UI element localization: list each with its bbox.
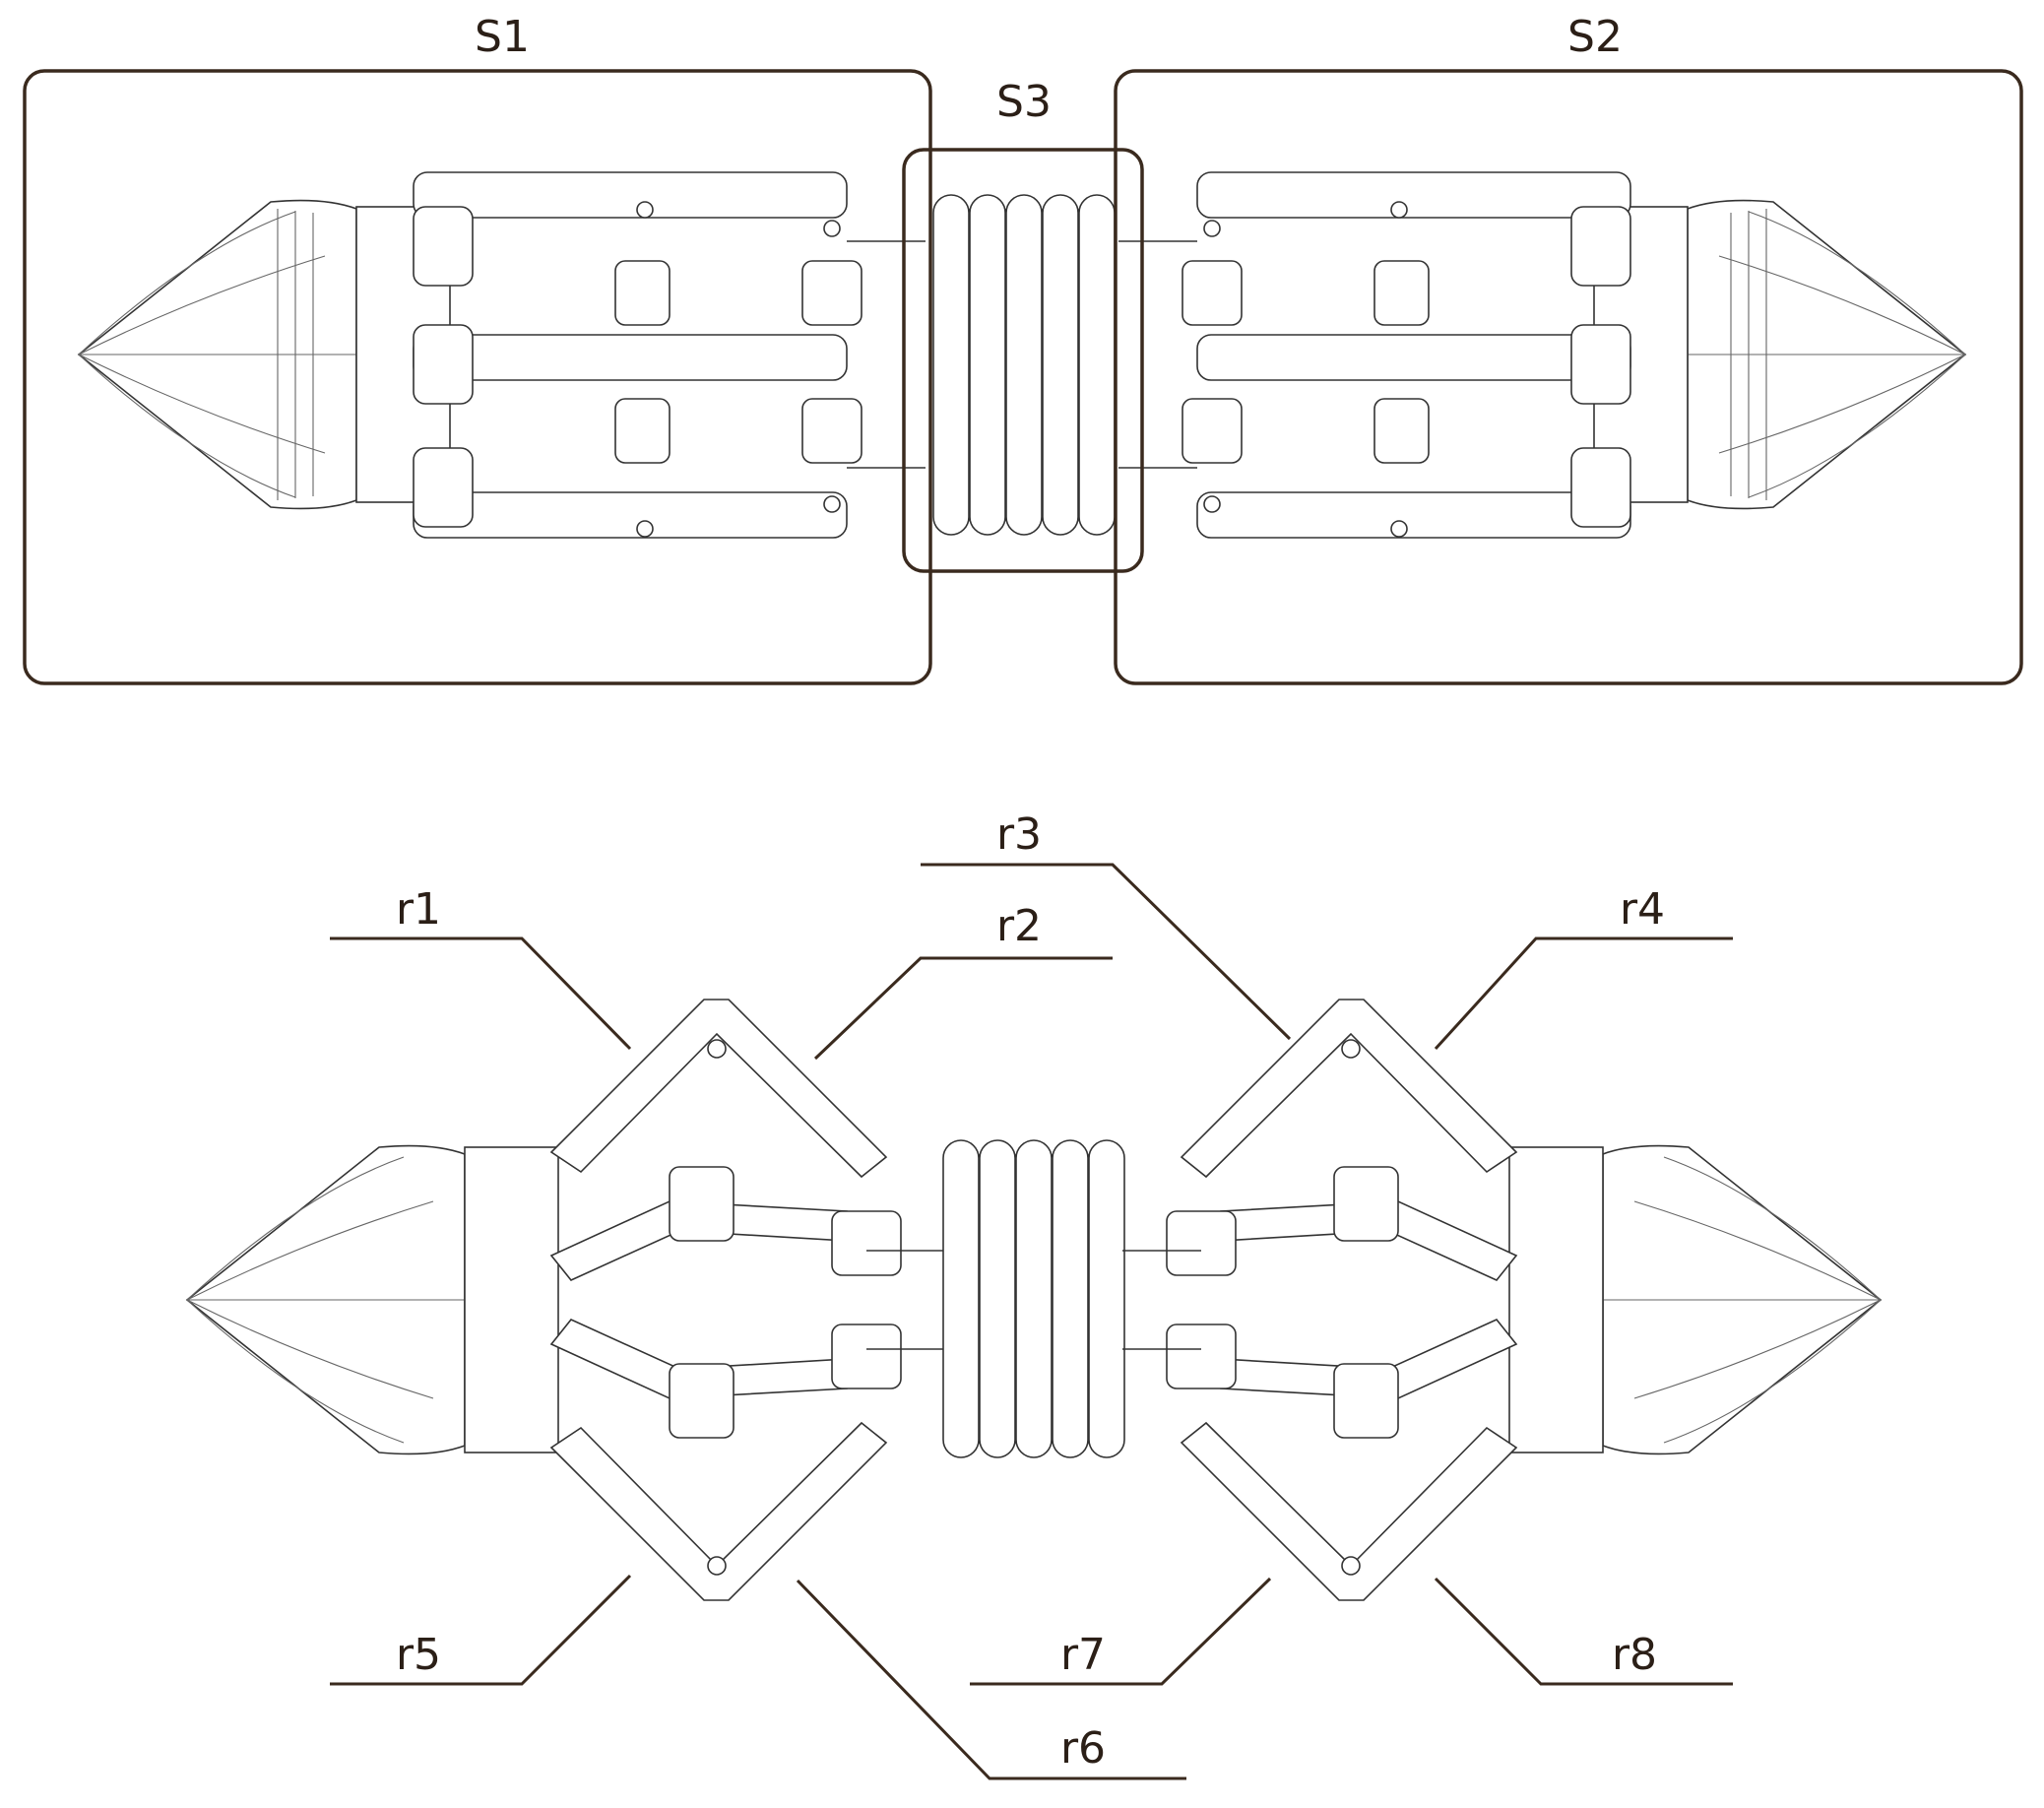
label-s3: S3 [996,77,1052,127]
right-joint-4 [1373,260,1430,326]
leader-r8 [1434,1577,1733,1686]
left-joint-4 [614,260,671,326]
bellow-ring-1 [932,194,970,536]
left-joint-b3 [831,1210,902,1276]
left-joint-1 [413,206,474,287]
frame-s1 [23,69,932,685]
label-r8: r8 [1612,1630,1657,1680]
label-r2: r2 [996,901,1042,951]
left-module-bottom [185,999,945,1601]
left-module-top [77,171,926,539]
left-joint-5 [614,398,671,464]
bellow-b-ring-3 [1015,1139,1053,1458]
right-bar-1 [1196,171,1631,219]
right-joint-5 [1373,398,1430,464]
right-arm-upper [1180,999,1518,1179]
right-pin-3 [1390,520,1408,538]
label-s2: S2 [1567,12,1623,62]
left-cone-ribs [78,211,356,498]
left-bar-1 [413,171,848,219]
left-joint-b4 [831,1324,902,1389]
left-pin-2 [823,220,841,237]
right-joint-b4 [1166,1324,1237,1389]
leader-r4 [1434,936,1733,1051]
right-module-top [1118,171,1967,539]
right-cone-ribs [1688,211,1966,498]
left-hub-b [464,1146,559,1453]
bellow-b-ring-4 [1052,1139,1089,1458]
center-bellows-bottom [942,1139,1125,1458]
left-bar-3 [413,491,848,539]
label-r4: r4 [1620,884,1665,935]
bellow-ring-5 [1078,194,1116,536]
frame-s2 [1114,69,2023,685]
bellow-b-ring-5 [1088,1139,1125,1458]
right-joint-7 [1182,398,1243,464]
right-pin-4 [1203,495,1221,513]
left-joint-2 [413,324,474,405]
label-r6: r6 [1060,1723,1106,1774]
right-bar-3 [1196,491,1631,539]
bellow-b-ring-2 [979,1139,1016,1458]
left-joint-7 [801,398,862,464]
bellow-ring-2 [969,194,1006,536]
right-joint-2 [1570,324,1631,405]
right-joint-b3 [1166,1210,1237,1276]
leader-r7 [970,1577,1272,1686]
right-cone-b-ribs [1603,1156,1882,1444]
right-joint-b1 [1333,1166,1399,1242]
leader-r5 [330,1574,632,1686]
left-pin-3 [636,520,654,538]
left-arm-upper [549,999,888,1179]
frame-s3 [902,148,1144,573]
right-pin-b2 [1341,1556,1361,1576]
label-r7: r7 [1060,1630,1106,1680]
bellow-b-ring-1 [942,1139,980,1458]
leader-r2 [813,956,1113,1061]
right-joint-6 [1182,260,1243,326]
left-cone-b-ribs [186,1156,465,1444]
bellow-ring-3 [1005,194,1043,536]
bottom-view: r1 r2 r3 r4 r5 r6 r7 r8 [185,809,1883,1780]
left-pin-1 [636,201,654,219]
left-pin-4 [823,495,841,513]
right-pin-b1 [1341,1039,1361,1059]
leader-r6 [796,1579,1186,1780]
left-joint-b1 [669,1166,735,1242]
label-r5: r5 [396,1630,441,1680]
label-r3: r3 [996,809,1042,860]
right-pin-2 [1203,220,1221,237]
left-cone-bands [277,209,314,500]
left-bar-2 [413,334,848,381]
label-s1: S1 [475,12,530,62]
top-view: S1 S3 S2 [23,12,2023,685]
left-pin-b1 [707,1039,727,1059]
right-module-bottom [1122,999,1883,1601]
right-cone-bands [1730,209,1767,500]
left-pin-b2 [707,1556,727,1576]
center-bellows-top [932,194,1116,536]
leader-r3 [921,863,1292,1041]
leader-r1 [330,936,632,1051]
right-joint-b2 [1333,1363,1399,1439]
left-joint-b2 [669,1363,735,1439]
right-joint-1 [1570,206,1631,287]
right-joint-3 [1570,447,1631,528]
right-pin-1 [1390,201,1408,219]
left-joint-3 [413,447,474,528]
bellow-ring-4 [1042,194,1079,536]
right-bar-2 [1196,334,1631,381]
right-hub-b [1508,1146,1604,1453]
left-joint-6 [801,260,862,326]
label-r1: r1 [396,884,441,935]
